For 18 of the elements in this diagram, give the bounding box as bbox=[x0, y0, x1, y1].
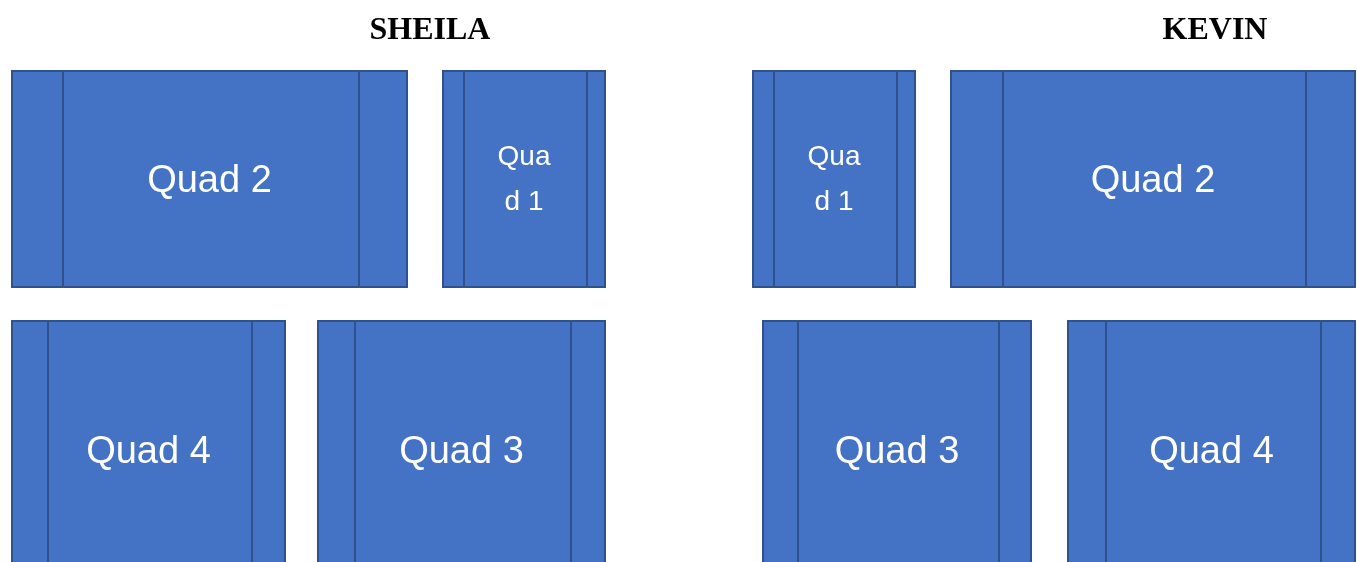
process-box bbox=[762, 320, 1032, 562]
process-box bbox=[752, 70, 916, 288]
name-heading: KEVIN bbox=[1162, 10, 1268, 47]
box-label: Quad 3 bbox=[399, 428, 524, 472]
box-label: Quad 3 bbox=[834, 428, 960, 472]
name-heading: SHEILA bbox=[369, 10, 491, 47]
box-label: Quad 1 bbox=[806, 139, 862, 218]
process-box bbox=[950, 70, 1356, 288]
process-box bbox=[317, 320, 606, 562]
box-label: Quad 4 bbox=[1149, 428, 1274, 472]
process-box bbox=[442, 70, 606, 288]
process-box bbox=[11, 70, 408, 288]
process-box bbox=[1067, 320, 1356, 562]
box-label: Quad 4 bbox=[86, 428, 211, 472]
box-label: Quad 2 bbox=[147, 157, 272, 201]
process-box bbox=[11, 320, 286, 562]
box-label: Quad 2 bbox=[1090, 157, 1216, 201]
box-label: Quad 1 bbox=[496, 139, 552, 218]
